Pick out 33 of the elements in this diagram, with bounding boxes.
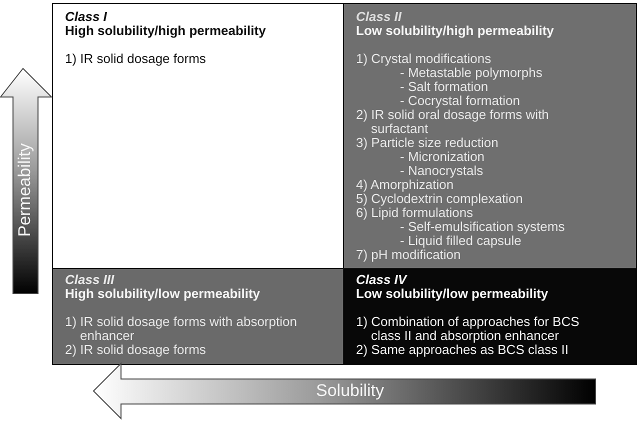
list-item: 1) IR solid dosage forms [65, 52, 207, 66]
class-heading: Class I [65, 10, 108, 24]
axis-label: Solubility [316, 381, 384, 401]
axis-label: Permeability [14, 143, 35, 237]
list-item: 1) IR solid dosage forms with absorption enhancer [65, 315, 298, 343]
class-panel [343, 3, 637, 269]
list-item: 2) IR solid oral dosage forms with surfactant [356, 108, 550, 136]
class-panel [52, 268, 344, 365]
class-panel [343, 268, 637, 365]
sub-list-item: - Liquid filled capsule [399, 234, 522, 248]
class-subtitle: High solubility/high permeability [65, 24, 267, 38]
class-heading: Class III [65, 273, 116, 287]
class-heading: Class II [356, 10, 403, 24]
class-subtitle: High solubility/low permeability [65, 287, 262, 301]
class-heading: Class IV [356, 273, 408, 287]
sub-list-item: - Cocrystal formation [399, 94, 521, 108]
list-item: 3) Particle size reduction [356, 136, 500, 150]
list-item: 5) Cyclodextrin complexation [356, 192, 524, 206]
sub-list-item: - Self-emulsification systems [399, 220, 566, 234]
sub-list-item: - Nanocrystals [399, 164, 484, 178]
list-item: 7) pH modification [356, 248, 462, 262]
list-item: 4) Amorphization [356, 178, 454, 192]
sub-list-item: - Metastable polymorphs [400, 66, 544, 80]
class-subtitle: Low solubility/high permeability [356, 24, 555, 38]
list-item: 1) Crystal modifications [356, 52, 492, 66]
list-item: 2) Same approaches as BCS class II [356, 343, 570, 357]
list-item: 6) Lipid formulations [356, 206, 474, 220]
list-item: 1) Combination of approaches for BCS class II and absorption enhancer [356, 315, 580, 343]
sub-list-item: - Salt formation [399, 80, 488, 94]
sub-list-item: - Micronization [399, 150, 486, 164]
list-item: 2) IR solid dosage forms [65, 343, 207, 357]
class-panel [52, 3, 344, 269]
class-subtitle: Low solubility/low permeability [356, 287, 550, 301]
